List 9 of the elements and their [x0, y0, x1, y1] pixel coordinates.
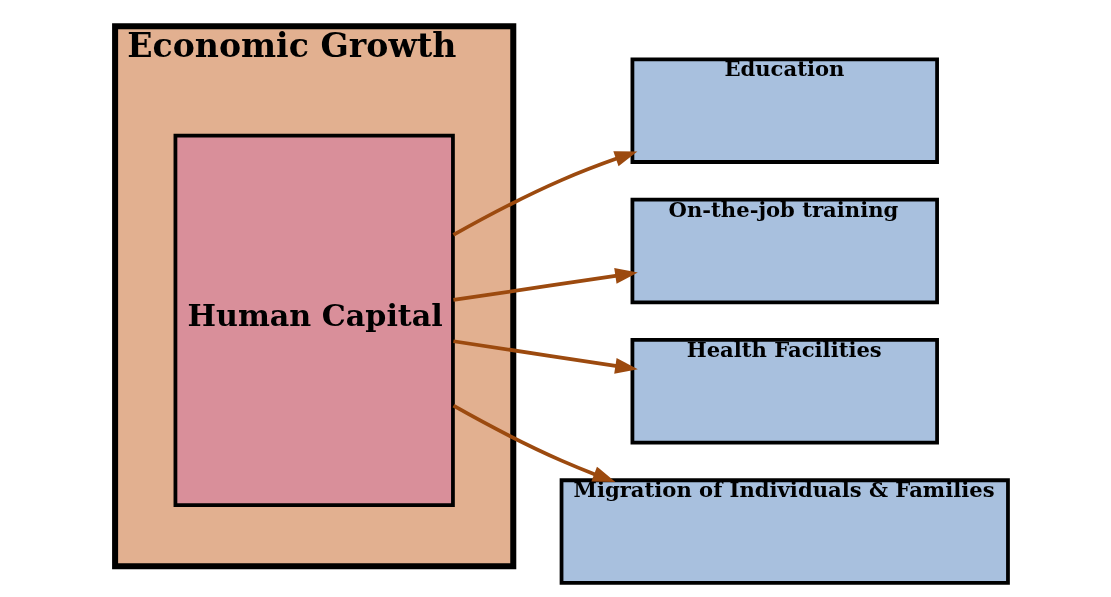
node-box: On-the-job training [630, 197, 939, 305]
arrow [453, 268, 638, 302]
node-box: Education [630, 57, 939, 164]
arrow [453, 339, 638, 374]
arrow [452, 151, 638, 237]
node-box: Health Facilities [630, 338, 939, 445]
arrow [452, 404, 616, 483]
node-box: Migration of Individuals & Families [559, 478, 1010, 585]
node-box: Human Capital [173, 133, 455, 507]
